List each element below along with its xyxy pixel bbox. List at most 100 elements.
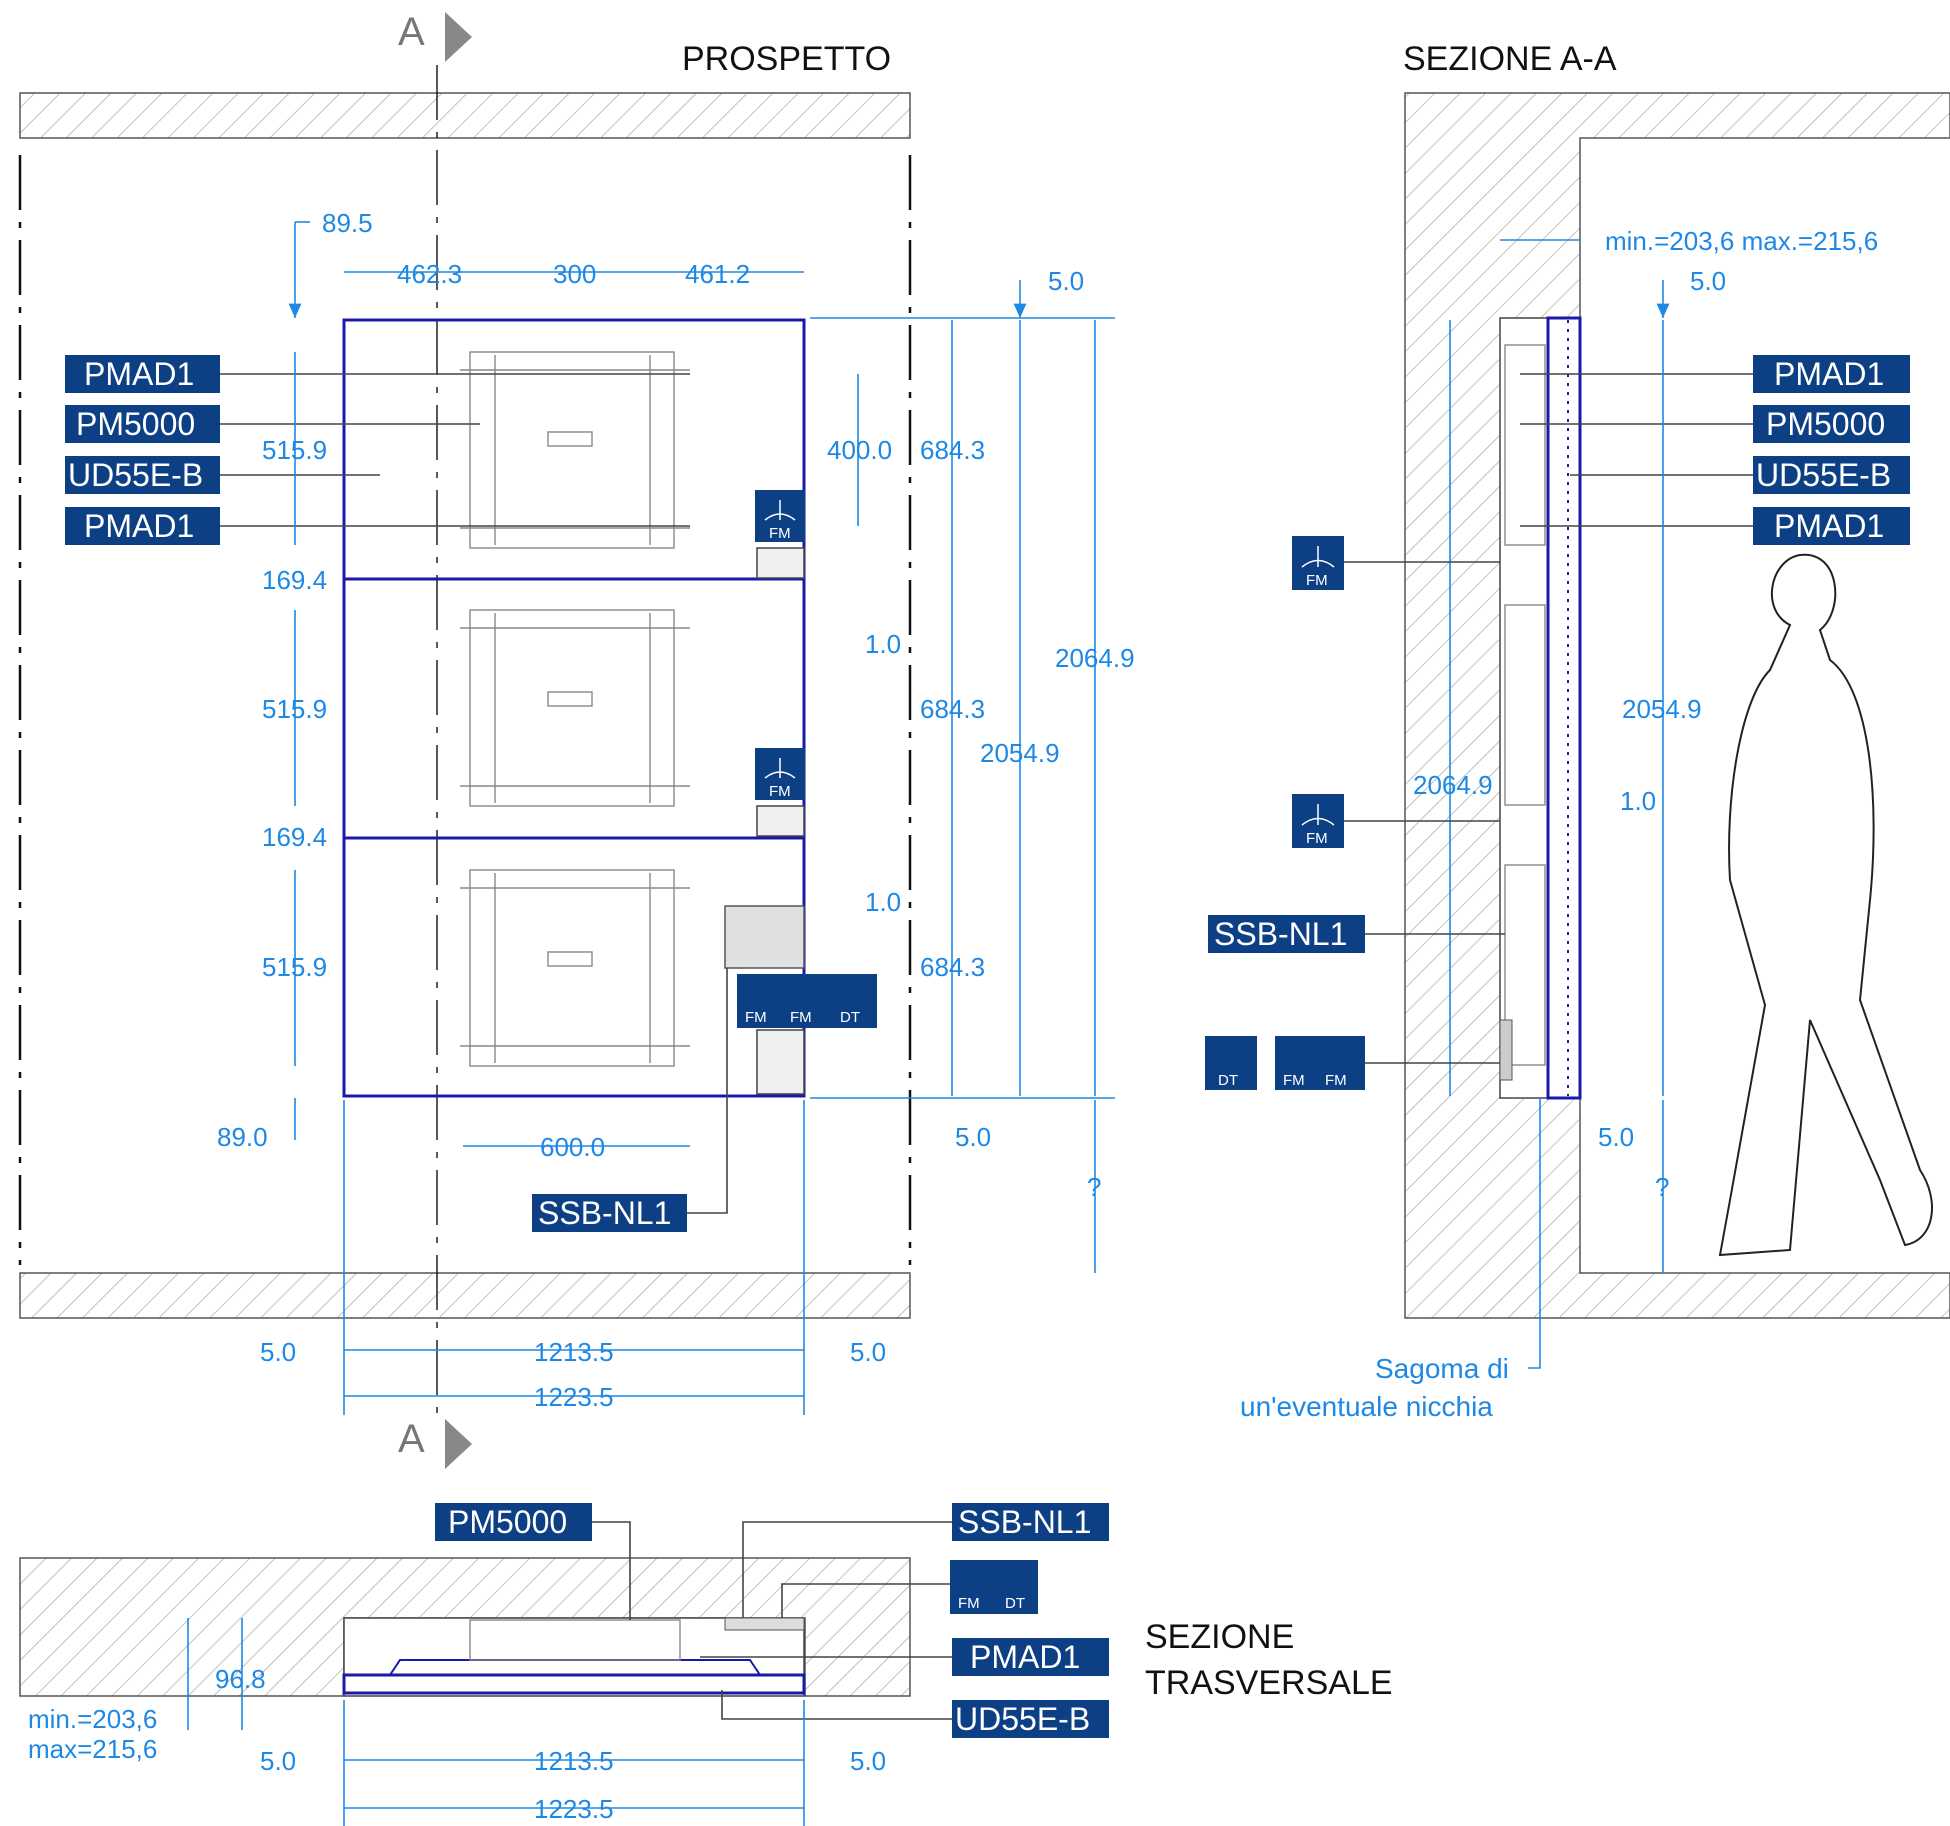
svg-text:FM: FM: [745, 1009, 767, 1026]
tag-ud55eb: UD55E-B: [65, 456, 220, 494]
tag-pmad1-plan: PMAD1: [952, 1638, 1109, 1676]
floor-slab: [19, 1272, 911, 1319]
fm-symbol-sec-1: FM: [1292, 536, 1344, 590]
dim-2064-9-sec: 2064.9: [1413, 770, 1493, 800]
panel-side-profile: [1546, 316, 1582, 1100]
svg-text:DT: DT: [1005, 1595, 1025, 1612]
svg-text:FM: FM: [769, 525, 791, 542]
svg-text:FM: FM: [1306, 830, 1328, 847]
dim-400: 400.0: [827, 435, 892, 465]
tag-ssb-nl1-plan: SSB-NL1: [952, 1503, 1109, 1541]
dim-600: 600.0: [540, 1132, 605, 1162]
tag-pmad1-top: PMAD1: [65, 355, 220, 393]
svg-text:FM: FM: [790, 1009, 812, 1026]
fm-symbol-1: FM: [755, 490, 805, 542]
sezione-trasversale-title-1: SEZIONE: [1145, 1618, 1294, 1656]
human-figure: [1718, 553, 1933, 1257]
dim-min-203-6: min.=203,6: [28, 1704, 157, 1734]
dim-300: 300: [553, 259, 596, 289]
tag-ud55eb-plan: UD55E-B: [952, 1700, 1109, 1738]
dim-1223-5: 1223.5: [534, 1382, 614, 1412]
svg-text:SSB-NL1: SSB-NL1: [1214, 916, 1347, 952]
dim-max-215-6: max=215,6: [28, 1734, 157, 1764]
dim-5-0-top: 5.0: [1048, 266, 1084, 296]
fm-symbol-2: FM: [755, 748, 805, 800]
dim-unknown-sec: ?: [1655, 1172, 1669, 1202]
dim-89-5: 89.5: [322, 208, 373, 238]
tag-ssb-nl1-sec: SSB-NL1: [1208, 915, 1365, 953]
section-marker-top: A: [398, 10, 425, 54]
svg-text:SSB-NL1: SSB-NL1: [958, 1504, 1091, 1540]
tag-pmad1-right-top: PMAD1: [1753, 355, 1910, 393]
svg-text:PM5000: PM5000: [1766, 406, 1885, 442]
svg-text:FM: FM: [1306, 572, 1328, 589]
wall-mount-1: [460, 351, 690, 549]
dim-684-3-c: 684.3: [920, 952, 985, 982]
dim-2054-9-sec: 2054.9: [1622, 694, 1702, 724]
dim-2054-9: 2054.9: [980, 738, 1060, 768]
svg-text:FM: FM: [1283, 1072, 1305, 1089]
fm-symbol-sec-2: FM: [1292, 794, 1344, 848]
socket-box-3: [756, 1029, 805, 1095]
dim-169-4-a: 169.4: [262, 565, 327, 595]
svg-text:SSB-NL1: SSB-NL1: [538, 1195, 671, 1231]
dim-515-9-b: 515.9: [262, 694, 327, 724]
svg-text:FM: FM: [958, 1595, 980, 1612]
tag-pm5000: PM5000: [65, 405, 220, 443]
dim-5-0-sec-top: 5.0: [1690, 266, 1726, 296]
dim-462-3: 462.3: [397, 259, 462, 289]
dim-461-2: 461.2: [685, 259, 750, 289]
svg-text:UD55E-B: UD55E-B: [68, 457, 203, 493]
svg-text:UD55E-B: UD55E-B: [1756, 457, 1891, 493]
section-marker-bottom: A: [398, 1417, 425, 1461]
svg-text:PMAD1: PMAD1: [84, 356, 194, 392]
dim-684-3-b: 684.3: [920, 694, 985, 724]
svg-text:DT: DT: [840, 1009, 860, 1026]
tag-pm5000-right: PM5000: [1753, 405, 1910, 443]
dim-5-0-left: 5.0: [260, 1337, 296, 1367]
dim-89-0: 89.0: [217, 1122, 268, 1152]
svg-text:FM: FM: [769, 783, 791, 800]
niche-profile: [1499, 317, 1581, 1099]
fm-dt-symbol-plan: FM DT: [950, 1560, 1038, 1614]
tag-pmad1-right-bottom: PMAD1: [1753, 507, 1910, 545]
dim-5-0-bottom: 5.0: [955, 1122, 991, 1152]
sezione-trasversale-view: PM5000 SSB-NL1 FM DT PMAD1 UD55E-B SEZIO…: [19, 1503, 1393, 1826]
dim-5-0-right: 5.0: [850, 1337, 886, 1367]
dim-2064-9: 2064.9: [1055, 643, 1135, 673]
video-wall-outline: [342, 318, 806, 1098]
svg-text:PM5000: PM5000: [448, 1504, 567, 1540]
dim-1-0-b: 1.0: [865, 887, 901, 917]
sezione-aa-title: SEZIONE A-A: [1403, 40, 1617, 78]
fm-fm-dt-symbol: FM FM DT: [737, 974, 877, 1028]
dim-minmax: min.=203,6 max.=215,6: [1605, 226, 1878, 256]
fm-fm-symbol-sec: FM FM: [1275, 1036, 1365, 1090]
dim-5-0-plan-left: 5.0: [260, 1746, 296, 1776]
dim-684-3-a: 684.3: [920, 435, 985, 465]
tag-ssb-nl1: SSB-NL1: [532, 1194, 687, 1232]
dt-symbol-sec: DT: [1205, 1036, 1257, 1090]
socket-box-1: [756, 547, 805, 579]
dim-1213-5-plan: 1213.5: [534, 1746, 614, 1776]
dim-515-9-c: 515.9: [262, 952, 327, 982]
dim-5-0-plan-right: 5.0: [850, 1746, 886, 1776]
dim-5-0-sec-bottom: 5.0: [1598, 1122, 1634, 1152]
section-arrow-top: [445, 12, 472, 62]
dim-169-4-b: 169.4: [262, 822, 327, 852]
svg-text:DT: DT: [1218, 1072, 1238, 1089]
prospetto-title: PROSPETTO: [682, 40, 891, 78]
tag-pmad1-bottom: PMAD1: [65, 507, 220, 545]
wall-mount-2: [460, 609, 690, 807]
dim-1213-5: 1213.5: [534, 1337, 614, 1367]
prospetto-view: A A PROSPETTO: [18, 10, 1135, 1469]
tag-pm5000-plan: PM5000: [435, 1503, 592, 1541]
svg-text:FM: FM: [1325, 1072, 1347, 1089]
dim-1-0-a: 1.0: [865, 629, 901, 659]
svg-text:PM5000: PM5000: [76, 406, 195, 442]
svg-text:UD55E-B: UD55E-B: [955, 1701, 1090, 1737]
svg-text:PMAD1: PMAD1: [1774, 508, 1884, 544]
svg-text:PMAD1: PMAD1: [970, 1639, 1080, 1675]
ceiling-slab: [19, 92, 911, 139]
wall-mount-3: [460, 869, 690, 1067]
